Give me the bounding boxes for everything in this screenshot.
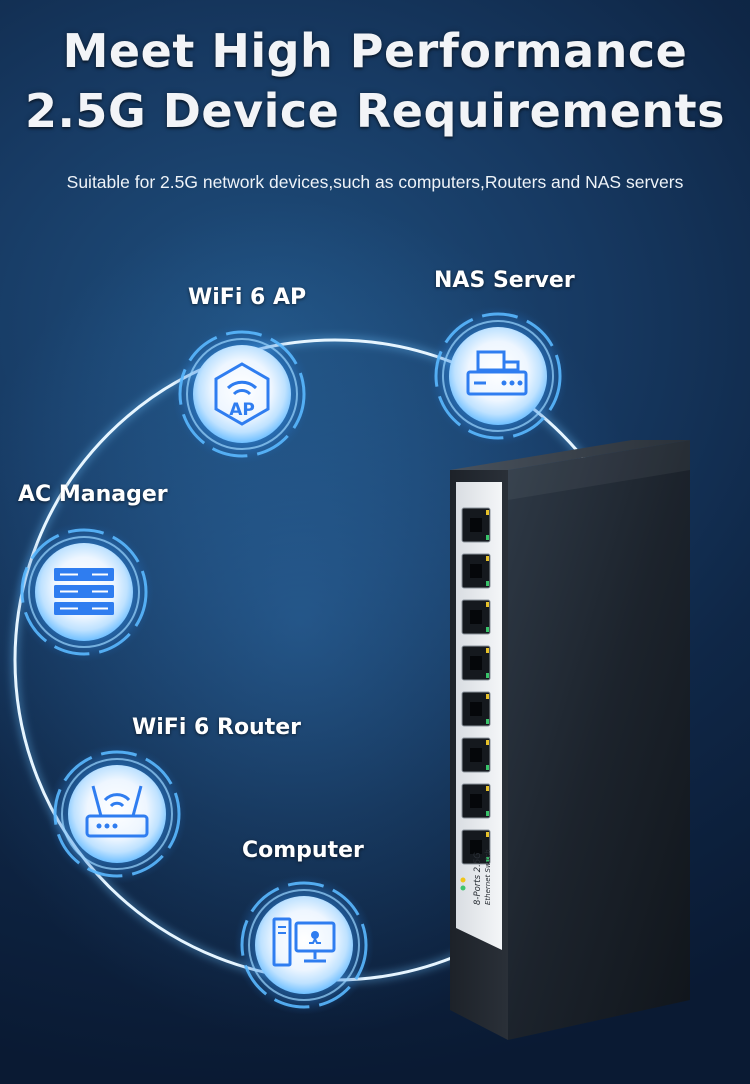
port-led <box>486 510 489 515</box>
ethernet-switch-illustration: 8-Ports 2.5G Ethernet Switch <box>450 440 690 1040</box>
wifi-6-ap-node: AP <box>172 324 312 464</box>
rj45-port <box>461 829 491 865</box>
nas-server-icon <box>466 350 528 396</box>
port-led <box>486 581 489 586</box>
ac-manager-node <box>14 522 154 662</box>
wifi-6-router-label: WiFi 6 Router <box>132 715 302 740</box>
headline-line-1: Meet High Performance <box>62 24 688 78</box>
port-led <box>486 765 489 770</box>
rj45-port <box>461 599 491 635</box>
nas-server-label: NAS Server <box>434 268 575 293</box>
server-rack-icon <box>54 568 114 615</box>
port-led <box>486 556 489 561</box>
switch-model-label: 8-Ports 2.5G <box>473 852 483 905</box>
computer-node <box>234 875 374 1015</box>
port-led <box>486 535 489 540</box>
port-led <box>486 648 489 653</box>
port-led <box>486 627 489 632</box>
computer-icon <box>272 917 336 967</box>
switch-ports <box>461 507 491 865</box>
rj45-port <box>461 553 491 589</box>
port-led <box>486 832 489 837</box>
ap-badge-text: AP <box>229 400 255 420</box>
wifi-6-router-node <box>47 744 187 884</box>
port-led <box>486 857 489 862</box>
port-led <box>486 719 489 724</box>
computer-label: Computer <box>242 838 364 863</box>
wifi-ap-hexagon-icon: AP <box>214 362 270 426</box>
port-led <box>486 694 489 699</box>
port-led <box>486 673 489 678</box>
port-led <box>486 602 489 607</box>
ac-manager-label: AC Manager <box>18 482 168 507</box>
rj45-port <box>461 645 491 681</box>
wifi-router-icon <box>85 785 149 838</box>
rj45-port <box>461 507 491 543</box>
headline-line-2: 2.5G Device Requirements <box>24 84 726 138</box>
rj45-port <box>461 783 491 819</box>
rj45-port <box>461 691 491 727</box>
switch-type-label: Ethernet Switch <box>484 849 492 905</box>
nas-server-node <box>428 306 568 446</box>
port-led <box>486 811 489 816</box>
port-led <box>486 786 489 791</box>
rj45-port <box>461 737 491 773</box>
subtitle: Suitable for 2.5G network devices,such a… <box>66 172 684 192</box>
port-led <box>486 740 489 745</box>
wifi-6-ap-label: WiFi 6 AP <box>188 285 307 310</box>
